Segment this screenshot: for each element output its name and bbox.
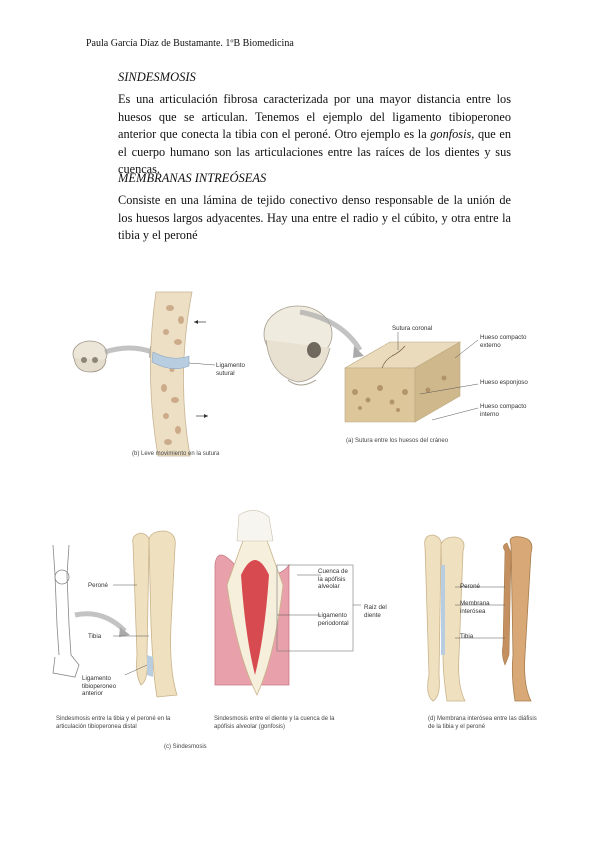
label-sutura-coronal: Sutura coronal [392,325,433,332]
label-tibia-left: Tibia [88,633,102,640]
syndesmosis-figure [52,510,533,702]
label-membrana-interosea: Membrana interósea [460,600,490,615]
suture-figure [72,291,479,457]
label-ligamento-sutural: Ligamento sutural [216,362,245,377]
emphasis-gonfosis: gonfosis [430,127,472,141]
section-text-sindesmosis: Es una articulación fibrosa caracterizad… [118,92,511,176]
label-hueso-compacto-externo: Hueso compacto externo [480,334,527,349]
caption-group: (c) Sindesmosis [164,744,207,750]
label-tibia-right: Tibia [460,633,474,640]
document-header: Paula García Díaz de Bustamante. 1ºB Bio… [86,38,294,49]
label-hueso-esponjoso: Hueso esponjoso [480,379,528,386]
leg-sketch-icon [52,544,80,678]
skull-small-icon [72,340,108,373]
tooth-icon [214,510,290,696]
skull-large-icon [263,305,333,386]
label-cuenca: Cuenca de la apófisis alveolar [318,568,348,590]
caption-right: (d) Membrana interósea entre las diáfisi… [428,716,537,730]
caption-a: (a) Sutura entre los huesos del cráneo [346,438,449,444]
section-title-membranas: MEMBRANAS INTREÓSEAS [118,171,267,185]
caption-mid: Sindesmosis entre el diente y la cuenca … [214,716,335,730]
label-ligamento-tibioperoneo: Ligamento tibioperoneo anterior [82,675,117,697]
section-title-sindesmosis: SINDESMOSIS [118,70,196,84]
label-raiz: Raíz del diente [364,604,387,619]
label-perone-right: Peroné [460,583,480,590]
caption-b: (b) Leve movimiento en la sutura [132,451,220,457]
label-hueso-compacto-interno: Hueso compacto interno [480,403,527,418]
label-ligamento-periodontal: Ligamento periodontal [318,612,349,627]
section-text-membranas: Consiste en una lámina de tejido conecti… [118,193,511,242]
caption-left: Sindesmosis entre la tibia y el peroné e… [56,716,171,730]
label-perone-left: Peroné [88,582,108,589]
